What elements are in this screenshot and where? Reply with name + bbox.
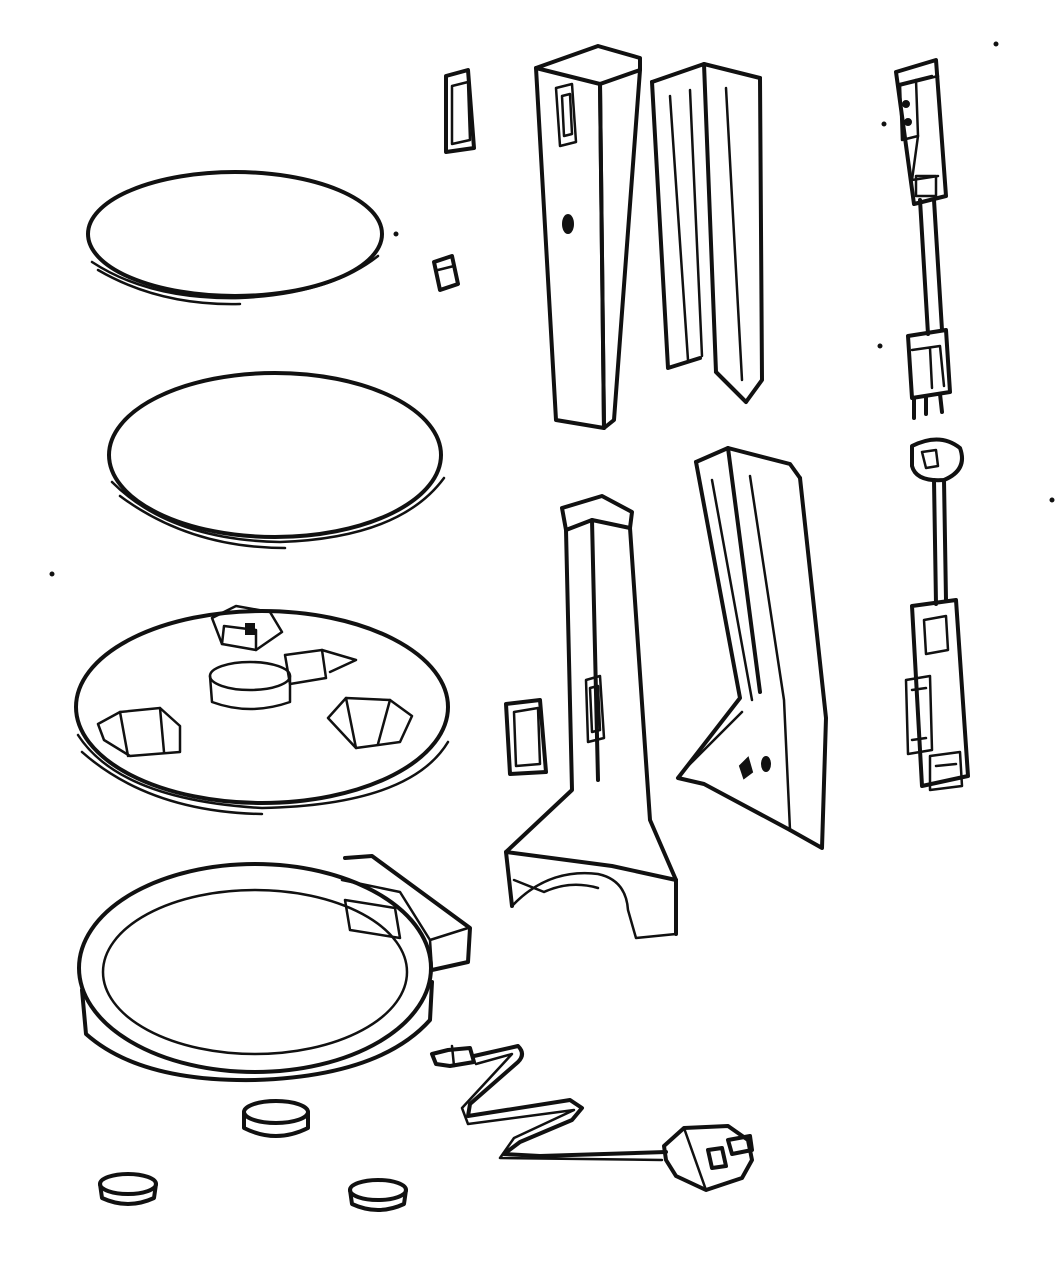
foot-1	[242, 1099, 310, 1138]
ring-frame	[77, 854, 472, 1083]
column-front-bottom	[504, 494, 678, 940]
small-clip	[432, 254, 460, 292]
disc-middle	[107, 371, 446, 550]
small-cap-bottom	[504, 698, 548, 776]
power-cable	[430, 1044, 754, 1192]
column-back-top	[650, 62, 764, 404]
disc-top	[86, 170, 384, 306]
wiring-upper	[894, 58, 952, 420]
column-back-bottom	[676, 446, 828, 850]
foot-3	[348, 1178, 408, 1212]
foot-2	[98, 1172, 158, 1206]
pencil-specks	[49, 41, 1055, 577]
wiring-lower	[904, 437, 970, 792]
column-front-top	[534, 44, 642, 430]
small-cap-top	[444, 68, 476, 154]
base-plate	[74, 604, 450, 816]
